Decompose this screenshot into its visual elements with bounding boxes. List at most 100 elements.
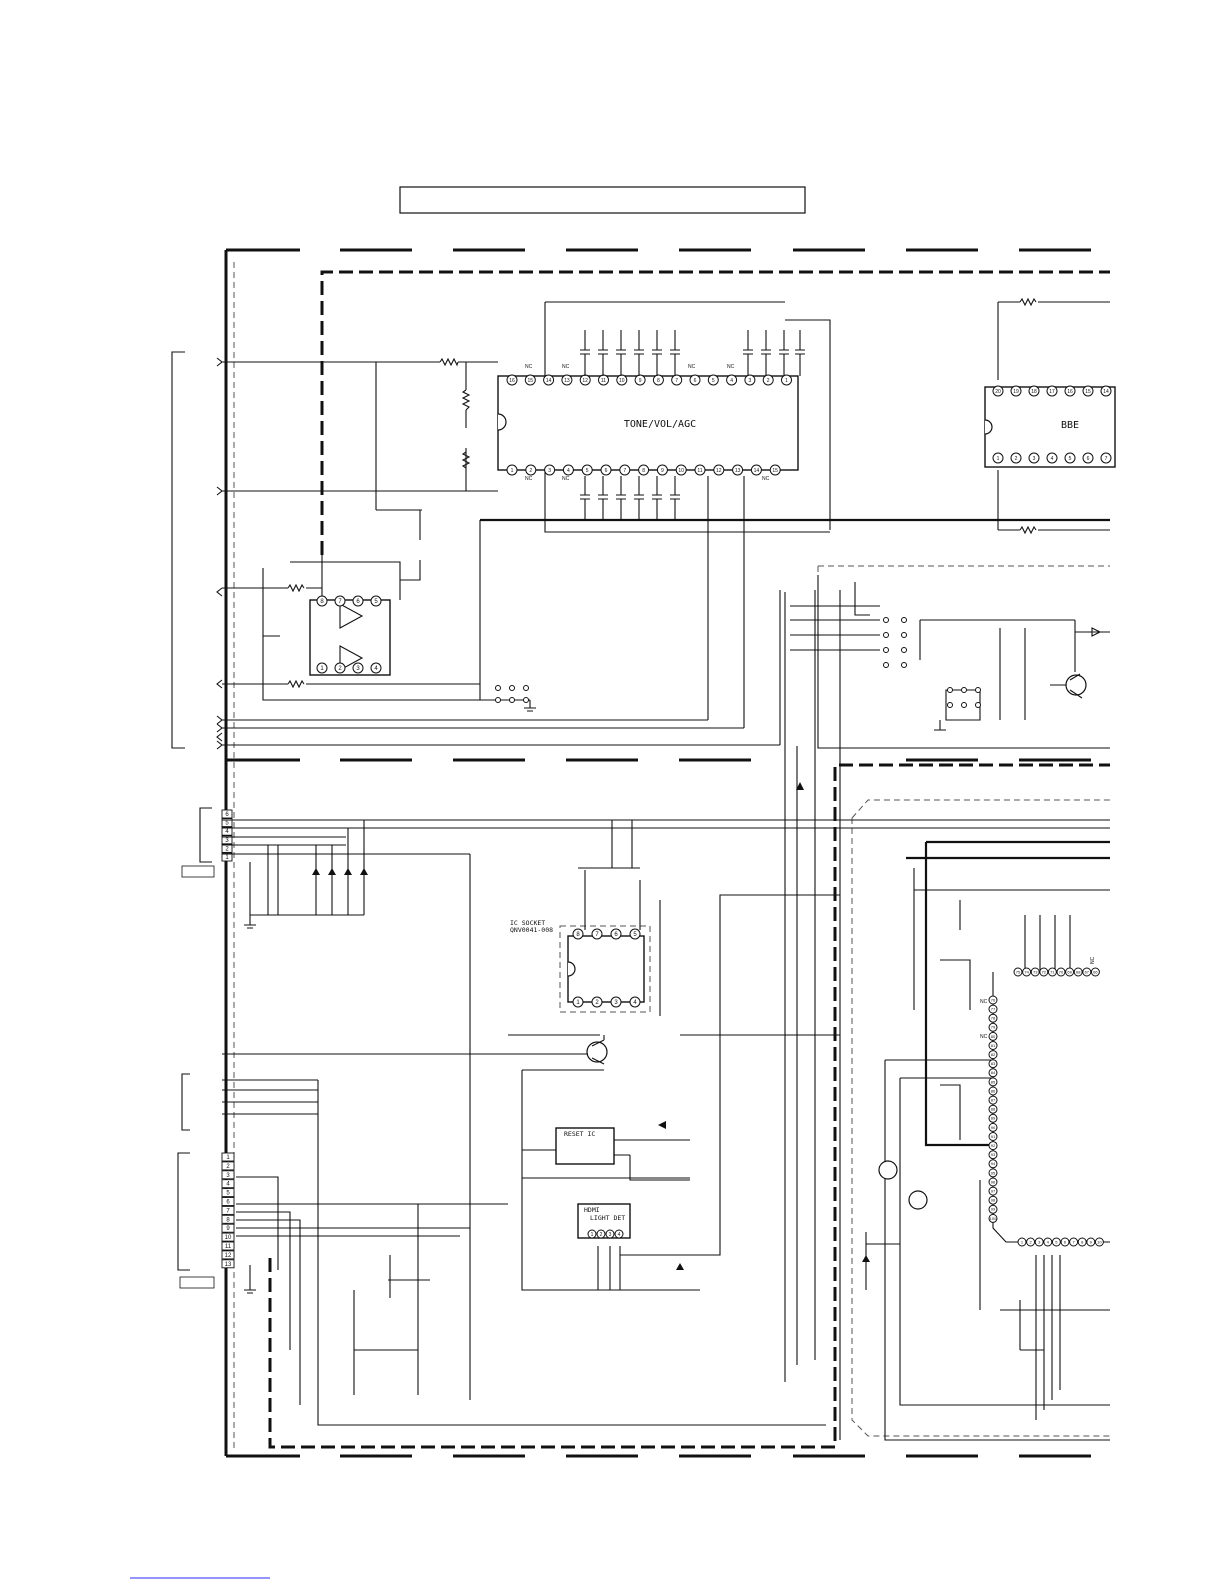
pin — [352, 662, 364, 674]
pin — [1094, 1237, 1104, 1247]
pin — [1013, 967, 1023, 977]
pin-number: 18 — [1031, 389, 1037, 395]
nc-label: NC — [727, 364, 735, 370]
connector-pin-box — [221, 1161, 235, 1171]
pin — [988, 1141, 998, 1151]
pin — [1065, 967, 1075, 977]
pin — [1046, 385, 1058, 397]
connector-pin-box — [221, 1179, 235, 1189]
nc-label: NC — [562, 364, 570, 370]
resistors-upper — [287, 297, 1110, 689]
pin — [1043, 1237, 1053, 1247]
pin-number: 15 — [772, 468, 778, 474]
pin-number: 71 — [1050, 969, 1055, 974]
pin-number: 96 — [991, 1179, 996, 1184]
pin-number: 14 — [1103, 389, 1109, 395]
connector-pin-number: 11 — [225, 1244, 232, 1250]
pin — [1028, 385, 1040, 397]
connector-pin-number: 4 — [225, 829, 229, 835]
pin-number: 10 — [619, 378, 625, 384]
pin — [1028, 452, 1040, 464]
pin — [1046, 452, 1058, 464]
pin-number: 82 — [991, 1052, 996, 1057]
capacitor — [634, 330, 644, 376]
capacitor — [652, 476, 662, 520]
pin — [1086, 1237, 1096, 1247]
pin — [992, 452, 1004, 464]
pin-number: 93 — [991, 1152, 996, 1157]
pin — [1010, 452, 1022, 464]
nc-label: NC — [980, 1034, 988, 1040]
pin-number: 95 — [991, 1170, 996, 1175]
ic-socket-label-1: IC SOCKET — [510, 919, 545, 927]
pin-number: 4 — [633, 1000, 637, 1006]
pin — [638, 464, 650, 476]
capacitor — [616, 330, 626, 376]
pin-number: 6 — [694, 378, 697, 384]
pin-number: 1 — [591, 1232, 594, 1238]
pin-number: 1 — [576, 1000, 580, 1006]
pin — [1100, 452, 1112, 464]
pin-number: 79 — [991, 1025, 996, 1030]
connector-pin-box — [221, 1197, 235, 1206]
pin — [1034, 1237, 1044, 1247]
pin-number: 4 — [618, 1232, 621, 1238]
pin-number: 6 — [605, 468, 608, 474]
pin — [544, 464, 556, 476]
capacitor — [598, 476, 608, 520]
pin-number: 73 — [1033, 969, 1038, 974]
pin — [726, 374, 738, 386]
connector-pin-box — [221, 1214, 235, 1224]
pin-number: 3 — [1038, 1239, 1041, 1244]
pin — [587, 1229, 597, 1239]
pin — [988, 1031, 998, 1041]
pin-number: 100 — [990, 1216, 997, 1221]
connector-pin-number: 4 — [226, 1182, 230, 1188]
pin — [370, 595, 382, 607]
pin — [988, 1004, 998, 1014]
pin — [1064, 452, 1076, 464]
connector-pin-box — [221, 1205, 235, 1215]
connector-pin-number: 5 — [225, 821, 229, 827]
pin — [988, 1213, 998, 1223]
connector-pin-number: 6 — [225, 812, 229, 818]
connector-pin-number: 8 — [226, 1217, 230, 1223]
pin-number: 4 — [730, 378, 733, 384]
connector-pin-box — [221, 809, 233, 819]
connector-pin-box — [221, 1259, 235, 1269]
pin-number: 15 — [528, 378, 534, 384]
pin — [316, 595, 328, 607]
pin-number: 3 — [1033, 456, 1036, 462]
pin-number: 3 — [609, 1232, 612, 1238]
title-box — [399, 186, 806, 214]
pin — [732, 464, 744, 476]
reset-ic-label: RESET IC — [564, 1130, 595, 1138]
ic-tone-vol-agc: TONE/VOL/AGC — [497, 375, 799, 471]
pin-number: 70 — [1059, 969, 1064, 974]
connector-pin-number: 13 — [225, 1262, 232, 1268]
pin — [506, 374, 518, 386]
pin-number: 85 — [991, 1079, 996, 1084]
pin — [1010, 385, 1022, 397]
pin — [988, 1150, 998, 1160]
shield-upper — [320, 270, 1110, 555]
connector-pin-box — [221, 1188, 235, 1198]
pin — [596, 1229, 606, 1239]
bracket-mid — [181, 1073, 190, 1131]
pin-number: 7 — [1072, 1239, 1075, 1244]
pin — [750, 464, 762, 476]
shield-right-module — [817, 565, 1110, 575]
pin-number: 8 — [657, 378, 660, 384]
connector-pin-box — [221, 1250, 235, 1260]
nc-label: NC — [762, 476, 770, 482]
pin-number: 12 — [582, 378, 588, 384]
pin-number: 5 — [633, 932, 637, 938]
pin-number: 15 — [1085, 389, 1091, 395]
